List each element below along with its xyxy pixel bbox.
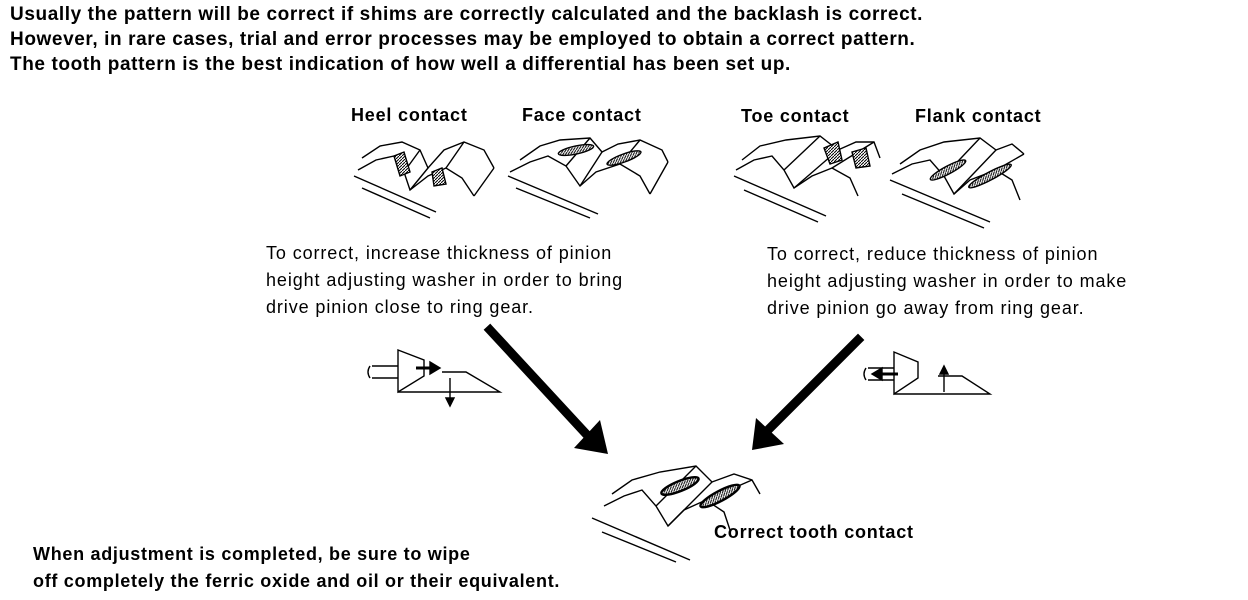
flank-contact-illustration — [889, 137, 1025, 229]
face-contact-label: Face contact — [522, 105, 642, 125]
footer-note: When adjustment is completed, be sure to… — [33, 541, 560, 595]
left-instruction-line-1: To correct, increase thickness of pinion — [266, 243, 613, 263]
pinion-away-schematic — [863, 350, 993, 396]
intro-text: Usually the pattern will be correct if s… — [10, 2, 1190, 77]
footer-line-1: When adjustment is completed, be sure to… — [33, 544, 471, 564]
toe-contact-label: Toe contact — [741, 106, 850, 126]
intro-line-1: Usually the pattern will be correct if s… — [10, 4, 924, 25]
right-instruction-line-2: height adjusting washer in order to make — [767, 271, 1128, 291]
heel-contact-illustration — [353, 141, 495, 219]
left-instruction-line-3: drive pinion close to ring gear. — [266, 297, 534, 317]
left-instruction-line-2: height adjusting washer in order to brin… — [266, 270, 624, 290]
intro-line-3: The tooth pattern is the best indication… — [10, 54, 791, 75]
correct-contact-illustration — [591, 465, 761, 563]
footer-line-2: off completely the ferric oxide and oil … — [33, 571, 561, 591]
right-instruction-line-1: To correct, reduce thickness of pinion — [767, 244, 1099, 264]
intro-line-2: However, in rare cases, trial and error … — [10, 29, 916, 50]
right-instruction: To correct, reduce thickness of pinion h… — [767, 241, 1127, 322]
face-contact-illustration — [507, 137, 669, 219]
left-instruction: To correct, increase thickness of pinion… — [266, 240, 623, 321]
pinion-close-schematic — [367, 348, 503, 408]
toe-contact-illustration — [733, 135, 881, 223]
left-arrow — [483, 323, 608, 454]
flank-contact-label: Flank contact — [915, 106, 1042, 126]
right-arrow — [752, 333, 865, 450]
correct-contact-label: Correct tooth contact — [714, 522, 914, 542]
heel-contact-label: Heel contact — [351, 105, 468, 125]
right-instruction-line-3: drive pinion go away from ring gear. — [767, 298, 1085, 318]
